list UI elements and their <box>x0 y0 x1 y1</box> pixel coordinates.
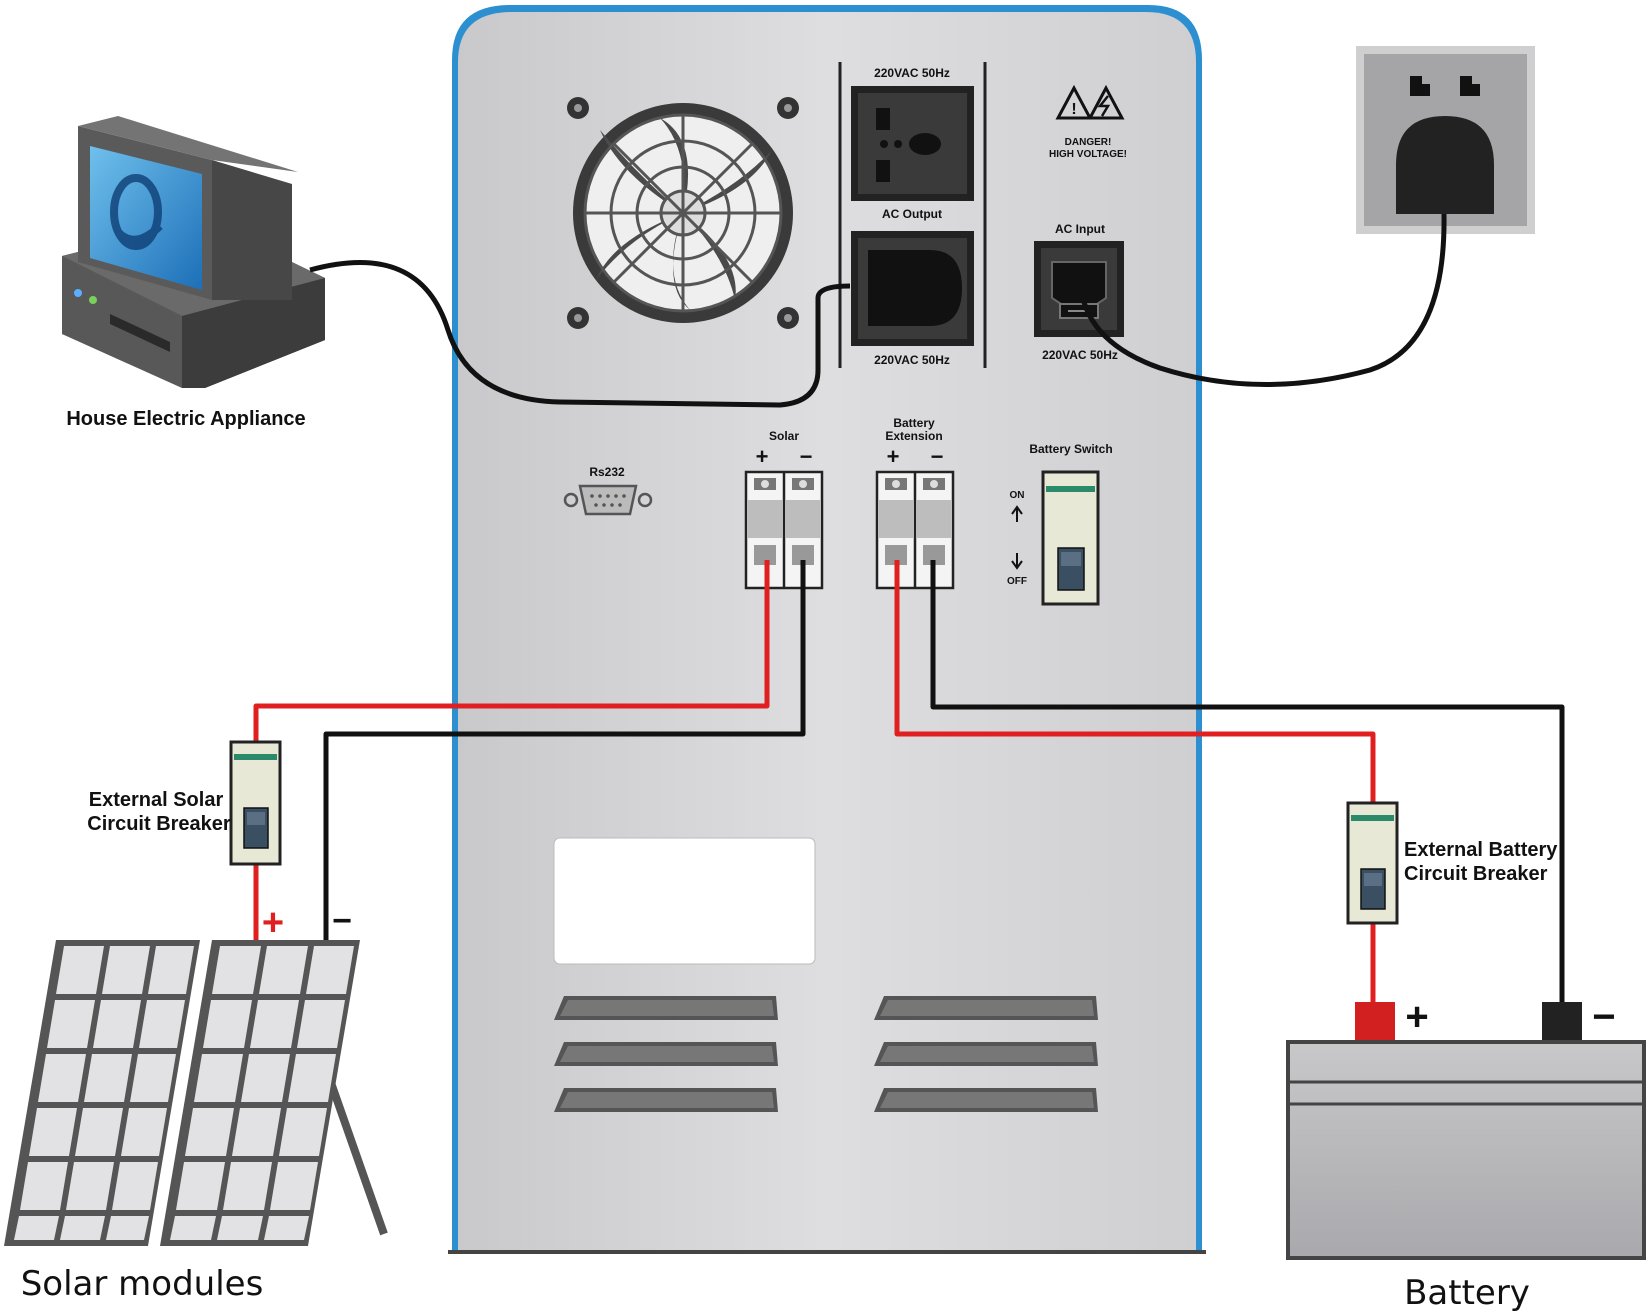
ext-solar-breaker-label-1: External Solar <box>89 789 224 811</box>
switch-off-arrow-icon <box>1011 553 1023 570</box>
battery-label: Battery <box>1404 1273 1530 1313</box>
wires <box>253 213 1565 1002</box>
battery-icon <box>1286 1002 1646 1260</box>
battery-positive-wire <box>894 560 1376 803</box>
solar-input-breaker[interactable] <box>744 470 824 590</box>
ext-solar-breaker-label-2: Circuit Breaker <box>87 813 231 835</box>
battery-minus-terminal-sign: − <box>1592 995 1615 1039</box>
solar-plus-sign: + <box>756 444 769 469</box>
rs232-label: Rs232 <box>589 465 625 479</box>
ac-input-port[interactable] <box>1034 241 1124 337</box>
ac-output-bottom-rating: 220VAC 50Hz <box>874 353 950 367</box>
battery-extension-label-2: Extension <box>885 429 942 443</box>
danger-warning-icon: ! <box>1055 84 1125 120</box>
battery-extension-label-1: Battery <box>893 416 935 430</box>
blank-label-plate <box>553 837 816 965</box>
wall-outlet-icon <box>1356 46 1535 234</box>
ext-battery-breaker-label-1: External Battery <box>1404 839 1558 861</box>
solar-positive-wire <box>253 560 770 742</box>
ac-input-label: AC Input <box>1055 222 1105 236</box>
mains-input-cable <box>1077 213 1447 387</box>
battery-extension-breaker[interactable] <box>875 470 955 590</box>
cooling-fan-icon <box>567 97 799 329</box>
battery-switch-label: Battery Switch <box>1029 442 1112 456</box>
solar-minus-sign: − <box>800 444 813 469</box>
ac-output-top-rating: 220VAC 50Hz <box>874 66 950 80</box>
rs232-port-icon[interactable] <box>563 484 653 516</box>
computer-appliance-icon <box>62 116 325 388</box>
switch-off-label: OFF <box>1007 576 1027 587</box>
ventilation-slots <box>554 996 1098 1112</box>
solar-plus-terminal-sign: + <box>262 902 284 944</box>
appliance-label: House Electric Appliance <box>66 408 305 430</box>
solar-panels-icon <box>4 940 388 1246</box>
ac-output-label: AC Output <box>882 207 942 221</box>
svg-text:!: ! <box>1071 101 1076 118</box>
external-battery-breaker[interactable] <box>1346 801 1399 925</box>
solar-negative-wire <box>323 560 806 940</box>
battery-ext-plus-sign: + <box>887 444 900 469</box>
ac-input-rating: 220VAC 50Hz <box>1042 348 1118 362</box>
battery-switch[interactable] <box>1041 470 1100 606</box>
solar-terminal-label: Solar <box>769 429 799 443</box>
battery-ext-minus-sign: − <box>931 444 944 469</box>
ac-output-socket-top[interactable] <box>851 86 974 201</box>
battery-plus-terminal-sign: + <box>1405 995 1428 1039</box>
appliance-power-cable <box>309 260 851 408</box>
ext-battery-breaker-label-2: Circuit Breaker <box>1404 863 1548 885</box>
solar-minus-terminal-sign: − <box>332 902 352 940</box>
switch-on-label: ON <box>1010 490 1025 501</box>
danger-text-line-1: DANGER! <box>1065 137 1112 148</box>
ac-output-socket-bottom[interactable] <box>851 231 974 346</box>
battery-negative-wire <box>930 560 1565 1002</box>
switch-on-arrow-icon <box>1011 505 1023 522</box>
external-solar-breaker[interactable] <box>229 740 282 866</box>
danger-text-line-2: HIGH VOLTAGE! <box>1049 149 1127 160</box>
solar-modules-label: Solar modules <box>21 1264 264 1304</box>
